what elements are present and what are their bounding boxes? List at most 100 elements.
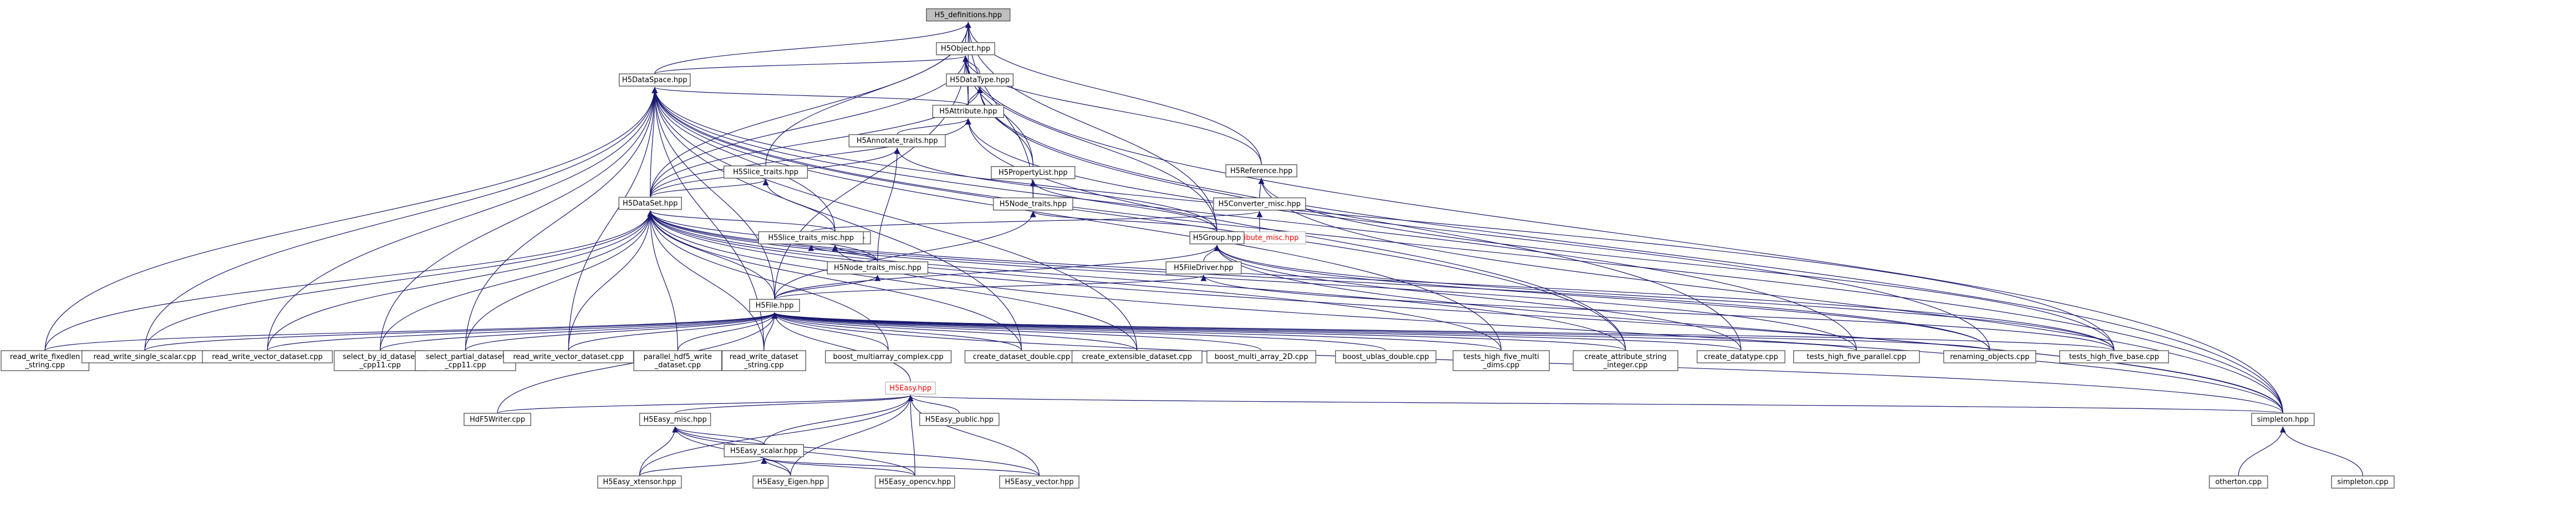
edge-crdtype-to-h5file <box>772 312 1742 351</box>
edge-rwdstring-to-h5dataset <box>647 210 765 351</box>
edge-h5nodemisc-to-h5slicemisc <box>808 245 878 262</box>
node-label-h5proplist: H5PropertyList.hpp <box>999 169 1068 177</box>
node-bmcomplex[interactable]: boost_multiarray_complex.cpp <box>824 350 952 363</box>
node-parallel[interactable]: parallel_hdf5_write_dataset.cpp <box>633 350 722 371</box>
node-renaming[interactable]: renaming_objects.cpp <box>1943 350 2037 363</box>
node-box-h5proplist <box>991 166 1076 179</box>
edge-rwvector1-to-h5dataset <box>267 210 654 351</box>
node-simpletoncpp[interactable]: simpleton.cpp <box>2331 476 2395 489</box>
node-h5object[interactable]: H5Object.hpp <box>936 42 995 55</box>
node-box-h5easypublic <box>919 413 1000 426</box>
node-label-h5easy: H5Easy.hpp <box>889 384 931 392</box>
node-rwvector1[interactable]: read_write_vector_dataset.cpp <box>202 350 333 363</box>
node-h5datatype[interactable]: H5DataType.hpp <box>946 73 1014 87</box>
node-label-selpartial: _cpp11.cpp <box>444 361 486 370</box>
node-h5dataset[interactable]: H5DataSet.hpp <box>618 196 682 210</box>
edge-h5selection-to-h5dataset <box>647 210 836 232</box>
node-label-h5annotate: H5Annotate_traits.hpp <box>857 137 938 145</box>
node-hdf5writer[interactable]: HdF5Writer.cpp <box>464 413 532 426</box>
node-label-h5slice: H5Slice_traits.hpp <box>733 168 798 176</box>
edge-h5file-to-h5dataset <box>647 210 775 300</box>
node-box-h5nodemisc <box>827 261 929 275</box>
node-h5def[interactable]: H5_definitions.hpp <box>926 8 1011 22</box>
edge-renaming-to-h5file <box>772 312 1990 351</box>
edge-h5dataspace-to-h5object <box>654 55 969 74</box>
node-h5easyscalar[interactable]: H5Easy_scalar.hpp <box>724 444 805 457</box>
node-h5easypublic[interactable]: H5Easy_public.hpp <box>919 413 1000 426</box>
node-rwfixedlen[interactable]: read_write_fixedlen_string.cpp <box>1 350 90 371</box>
node-h5easyopencv[interactable]: H5Easy_opencv.hpp <box>874 476 955 489</box>
edge-h5annotate-to-h5attribute <box>897 118 971 135</box>
edge-tparallel-to-h5dataspace <box>651 87 1857 351</box>
node-tparallel[interactable]: tests_high_five_parallel.cpp <box>1793 350 1920 363</box>
edge-simpleton-to-h5object <box>963 55 2283 413</box>
node-box-h5slicemisc <box>758 231 864 245</box>
node-h5nodetraits[interactable]: H5Node_traits.hpp <box>992 197 1073 211</box>
node-h5easyvector[interactable]: H5Easy_vector.hpp <box>999 476 1080 489</box>
node-h5annotate[interactable]: H5Annotate_traits.hpp <box>848 134 946 148</box>
edge-h5easymisc-to-h5easy <box>674 394 914 414</box>
node-box-h5easymisc <box>639 413 711 426</box>
node-h5proplist[interactable]: H5PropertyList.hpp <box>991 166 1076 179</box>
node-rwdstring[interactable]: read_write_dataset_string.cpp <box>721 350 806 371</box>
node-label-h5easyscalar: H5Easy_scalar.hpp <box>730 447 798 455</box>
node-otherton[interactable]: otherton.cpp <box>2208 476 2268 489</box>
node-label-h5nodetraits: H5Node_traits.hpp <box>1000 200 1067 209</box>
node-h5easymisc[interactable]: H5Easy_misc.hpp <box>639 413 711 426</box>
node-crdtype[interactable]: create_datatype.cpp <box>1697 350 1785 363</box>
node-tbase[interactable]: tests_high_five_base.cpp <box>2059 350 2169 363</box>
node-box-h5datatype <box>946 73 1014 87</box>
node-simpleton[interactable]: simpleton.hpp <box>2251 413 2315 426</box>
node-box-renaming <box>1943 350 2037 363</box>
edge-selbyid-to-h5dataset <box>380 210 654 351</box>
node-h5group[interactable]: H5Group.hpp <box>1189 231 1245 245</box>
node-crattr[interactable]: create_attribute_string_integer.cpp <box>1572 350 1678 371</box>
node-h5file[interactable]: H5File.hpp <box>749 299 800 312</box>
edge-crattr-to-h5file <box>772 312 1626 351</box>
node-h5nodemisc[interactable]: H5Node_traits_misc.hpp <box>827 261 929 275</box>
node-selbyid[interactable]: select_by_id_dataset_cpp11.cpp <box>333 350 427 371</box>
node-h5filedriver[interactable]: H5FileDriver.hpp <box>1165 261 1242 275</box>
edge-selbyid-to-h5dataspace <box>380 87 658 351</box>
edge-h5selection-to-h5dataspace <box>651 87 836 232</box>
node-tmulti[interactable]: tests_high_five_multi_dims.cpp <box>1452 350 1550 371</box>
node-label-h5easyxt: H5Easy_xtensor.hpp <box>603 478 676 487</box>
edge-crdouble-to-h5file <box>771 312 1022 351</box>
edge-selpartial-to-h5dataset <box>465 210 654 351</box>
node-box-rwfixedlen <box>1 350 90 371</box>
node-h5reference[interactable]: H5Reference.hpp <box>1225 164 1297 178</box>
node-h5convmisc[interactable]: H5Converter_misc.hpp <box>1213 197 1306 211</box>
edge-h5file-to-h5nodetraits <box>774 211 1036 300</box>
node-crextend[interactable]: create_extensible_dataset.cpp <box>1071 350 1203 363</box>
node-h5easyeigen[interactable]: H5Easy_Eigen.hpp <box>752 476 829 489</box>
node-h5easyxt[interactable]: H5Easy_xtensor.hpp <box>597 476 682 489</box>
edge-h5file-to-h5group <box>774 245 1220 300</box>
node-label-h5easyvector: H5Easy_vector.hpp <box>1005 478 1073 487</box>
node-bublas[interactable]: boost_ublas_double.cpp <box>1335 350 1437 363</box>
node-label-otherton: otherton.cpp <box>2215 478 2262 487</box>
edge-bmcomplex-to-h5dataset <box>647 210 889 351</box>
edge-h5dataset-to-h5slice <box>650 179 769 198</box>
node-h5easy[interactable]: H5Easy.hpp <box>885 381 936 395</box>
node-label-selpartial: select_partial_dataset <box>426 353 505 361</box>
node-label-parallel: _dataset.cpp <box>654 361 701 370</box>
node-selpartial[interactable]: select_partial_dataset_cpp11.cpp <box>415 350 516 371</box>
node-h5slice[interactable]: H5Slice_traits.hpp <box>723 165 808 179</box>
node-label-bm2d: boost_multi_array_2D.cpp <box>1214 353 1308 361</box>
edge-crattr-to-h5dataspace <box>651 87 1626 351</box>
node-h5slicemisc[interactable]: H5Slice_traits_misc.hpp <box>758 231 864 245</box>
node-label-h5object: H5Object.hpp <box>941 45 990 53</box>
node-h5attribute[interactable]: H5Attribute.hpp <box>932 104 1004 118</box>
node-box-simpletoncpp <box>2331 476 2395 489</box>
node-crdouble[interactable]: create_dataset_double.cpp <box>964 350 1079 363</box>
node-bm2d[interactable]: boost_multi_array_2D.cpp <box>1206 350 1316 363</box>
node-rwvector2[interactable]: read_write_vector_dataset.cpp <box>503 350 634 363</box>
node-rwsingle[interactable]: read_write_single_scalar.cpp <box>82 350 208 363</box>
node-h5dataspace[interactable]: H5DataSpace.hpp <box>619 73 691 87</box>
edge-hdf5writer-to-h5easy <box>497 394 913 414</box>
node-label-simpleton: simpleton.hpp <box>2257 416 2309 424</box>
edge-rwvector1-to-h5file <box>267 312 778 351</box>
node-box-tmulti <box>1452 350 1550 371</box>
edge-tbase-to-h5file <box>772 312 2115 351</box>
edge-renaming-to-h5group <box>1214 245 1990 351</box>
